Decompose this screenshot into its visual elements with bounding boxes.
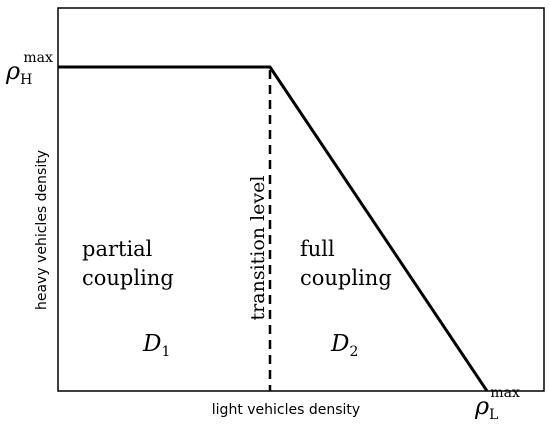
- x-axis-label: light vehicles density: [212, 402, 360, 418]
- d1-letter: D: [142, 331, 161, 357]
- rho-l-subscript: L: [489, 407, 498, 423]
- partial-coupling-line1: partial: [82, 237, 153, 261]
- d2-letter: D: [330, 331, 349, 357]
- rho-h-superscript: max: [23, 50, 53, 66]
- plot-frame: [57, 7, 545, 392]
- full-coupling-line1: full: [300, 237, 335, 261]
- full-coupling-line2: coupling: [300, 266, 392, 290]
- domain-d1-label: D1: [142, 331, 170, 360]
- rho-h-max-label: ρHmax: [5, 50, 53, 88]
- domain-d2-label: D2: [330, 331, 358, 360]
- rho-l-symbol: ρ: [474, 392, 489, 420]
- y-axis-label: heavy vehicles density: [34, 150, 50, 310]
- d1-subscript: 1: [161, 344, 170, 360]
- boundary-curve: [58, 65, 489, 392]
- transition-level-label: transition level: [247, 176, 269, 321]
- partial-coupling-line2: coupling: [82, 266, 174, 290]
- d2-subscript: 2: [349, 344, 358, 360]
- rho-l-superscript: max: [490, 385, 520, 401]
- rho-h-symbol: ρ: [5, 57, 20, 85]
- rho-l-max-label: ρLmax: [474, 385, 520, 423]
- rho-h-subscript: H: [20, 72, 32, 88]
